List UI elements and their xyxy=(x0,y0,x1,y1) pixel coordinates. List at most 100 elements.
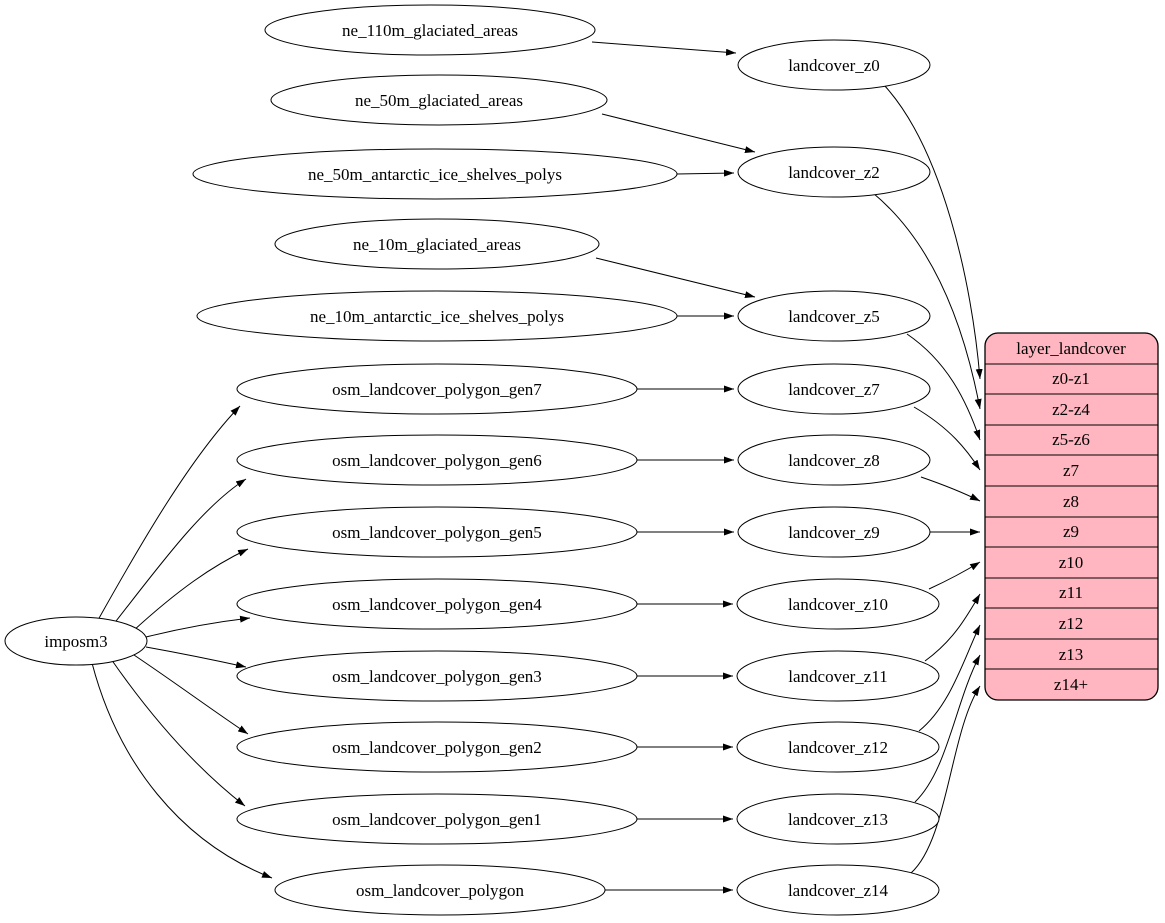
landcover-z11-label: landcover_z11 xyxy=(788,667,887,686)
ne-10m-glaciated-areas-label: ne_10m_glaciated_areas xyxy=(353,235,521,254)
ne-50m-antarctic-ice-shelves-polys-label: ne_50m_antarctic_ice_shelves_polys xyxy=(308,165,562,184)
landcover-z0-ellipse xyxy=(737,39,931,91)
landcover-z8-ellipse xyxy=(737,434,931,486)
edge-z10-row xyxy=(928,561,981,590)
landcover-z10-label: landcover_z10 xyxy=(788,595,888,614)
record-row-z10: z10 xyxy=(1059,553,1084,572)
node-imposm3: imposm3 xyxy=(4,616,148,666)
node-landcover-z8: landcover_z8 xyxy=(737,434,931,486)
edge-imposm3-polygon xyxy=(91,662,273,879)
node-landcover-z11: landcover_z11 xyxy=(736,650,940,702)
ne-50m-glaciated-areas-label: ne_50m_glaciated_areas xyxy=(355,91,523,110)
record-row-z9: z9 xyxy=(1063,522,1079,541)
osm-landcover-polygon-gen3-label: osm_landcover_polygon_gen3 xyxy=(332,667,542,686)
osm-landcover-polygon-gen6-ellipse xyxy=(236,434,638,486)
landcover-z0-label: landcover_z0 xyxy=(788,56,880,75)
edge-z11-row xyxy=(924,593,981,662)
record-row-z14plus: z14+ xyxy=(1054,675,1088,694)
edge-z14-row xyxy=(910,685,981,874)
landcover-z13-label: landcover_z13 xyxy=(788,810,888,829)
edge-z5-row xyxy=(906,333,981,441)
record-row-z5-z6: z5-z6 xyxy=(1052,430,1090,449)
node-ne-50m-glaciated-areas: ne_50m_glaciated_areas xyxy=(270,74,608,126)
node-landcover-z10: landcover_z10 xyxy=(736,578,940,630)
record-row-z7: z7 xyxy=(1063,461,1080,480)
edge-imposm3-gen2 xyxy=(133,654,249,735)
osm-landcover-polygon-gen1-ellipse xyxy=(236,793,638,845)
ne-50m-glaciated-areas-ellipse xyxy=(270,74,608,126)
landcover-z12-ellipse xyxy=(736,721,940,773)
osm-landcover-polygon-gen4-label: osm_landcover_polygon_gen4 xyxy=(332,595,542,614)
node-osm-landcover-polygon-gen1: osm_landcover_polygon_gen1 xyxy=(236,793,638,845)
record-row-z13: z13 xyxy=(1059,645,1084,664)
node-landcover-z14: landcover_z14 xyxy=(736,864,940,916)
node-osm-landcover-polygon-gen7: osm_landcover_polygon_gen7 xyxy=(236,363,638,415)
node-landcover-z9: landcover_z9 xyxy=(737,506,931,558)
record-row-z8: z8 xyxy=(1063,492,1079,511)
record-row-z12: z12 xyxy=(1059,614,1084,633)
osm-landcover-polygon-gen2-label: osm_landcover_polygon_gen2 xyxy=(332,738,542,757)
edge-imposm3-gen3 xyxy=(145,646,247,669)
node-landcover-z5: landcover_z5 xyxy=(737,290,931,342)
node-osm-landcover-polygon-gen5: osm_landcover_polygon_gen5 xyxy=(236,506,638,558)
osm-landcover-polygon-ellipse xyxy=(274,864,606,916)
edge-ne50mg-z2 xyxy=(601,113,756,153)
osm-landcover-polygon-gen7-ellipse xyxy=(236,363,638,415)
edge-imposm3-gen6 xyxy=(112,478,247,626)
node-ne-10m-antarctic-ice-shelves-polys: ne_10m_antarctic_ice_shelves_polys xyxy=(196,290,678,342)
osm-landcover-polygon-gen3-ellipse xyxy=(236,650,638,702)
landcover-z13-ellipse xyxy=(736,793,940,845)
landcover-z5-ellipse xyxy=(737,290,931,342)
imposm3-ellipse xyxy=(4,616,148,666)
record-row-z0-z1: z0-z1 xyxy=(1052,369,1090,388)
node-osm-landcover-polygon-gen2: osm_landcover_polygon_gen2 xyxy=(236,721,638,773)
edge-group xyxy=(91,41,983,894)
landcover-z12-label: landcover_z12 xyxy=(788,738,888,757)
ne-110m-glaciated-areas-label: ne_110m_glaciated_areas xyxy=(342,21,518,40)
node-osm-landcover-polygon-gen6: osm_landcover_polygon_gen6 xyxy=(236,434,638,486)
landcover-z14-label: landcover_z14 xyxy=(788,881,889,900)
edge-ne50ma-z2 xyxy=(676,169,735,177)
node-landcover-z0: landcover_z0 xyxy=(737,39,931,91)
ne-10m-glaciated-areas-ellipse xyxy=(274,218,600,270)
edge-ne110m-z0 xyxy=(591,41,737,56)
edge-z13-row xyxy=(914,654,981,803)
ne-50m-antarctic-ice-shelves-polys-ellipse xyxy=(192,148,678,200)
edge-imposm3-gen5 xyxy=(132,548,249,632)
edge-z8-row xyxy=(920,476,981,502)
osm-landcover-polygon-gen6-label: osm_landcover_polygon_gen6 xyxy=(332,451,542,470)
landcover-z2-ellipse xyxy=(737,146,931,198)
edge-z0-row xyxy=(883,84,983,380)
edge-imposm3-gen4 xyxy=(145,615,251,638)
osm-landcover-polygon-gen1-label: osm_landcover_polygon_gen1 xyxy=(332,810,542,829)
record-row-z2-z4: z2-z4 xyxy=(1052,400,1090,419)
ne-10m-antarctic-ice-shelves-polys-label: ne_10m_antarctic_ice_shelves_polys xyxy=(310,307,564,326)
edge-imposm3-gen7 xyxy=(97,405,241,621)
landcover-z5-label: landcover_z5 xyxy=(788,307,880,326)
osm-landcover-polygon-gen5-label: osm_landcover_polygon_gen5 xyxy=(332,523,542,542)
node-ne-50m-antarctic-ice-shelves-polys: ne_50m_antarctic_ice_shelves_polys xyxy=(192,148,678,200)
node-landcover-z7: landcover_z7 xyxy=(737,363,931,415)
osm-landcover-polygon-gen5-ellipse xyxy=(236,506,638,558)
landcover-z14-ellipse xyxy=(736,864,940,916)
landcover-z9-label: landcover_z9 xyxy=(788,523,880,542)
landcover-z2-label: landcover_z2 xyxy=(788,163,880,182)
osm-landcover-polygon-gen7-label: osm_landcover_polygon_gen7 xyxy=(332,380,542,399)
edge-ne10mg-z5 xyxy=(595,257,756,299)
record-layer-landcover: layer_landcover z0-z1 z2-z4 z5-z6 z7 z8 … xyxy=(984,332,1159,701)
ne-110m-glaciated-areas-ellipse xyxy=(264,4,596,56)
imposm3-label: imposm3 xyxy=(44,632,107,651)
record-title: layer_landcover xyxy=(1016,339,1126,358)
landcover-z8-label: landcover_z8 xyxy=(788,451,880,470)
node-landcover-z13: landcover_z13 xyxy=(736,793,940,845)
edge-z7-row xyxy=(913,406,981,471)
osm-landcover-polygon-label: osm_landcover_polygon xyxy=(356,881,525,900)
landcover-z7-label: landcover_z7 xyxy=(788,380,880,399)
landcover-z10-ellipse xyxy=(736,578,940,630)
node-landcover-z2: landcover_z2 xyxy=(737,146,931,198)
osm-landcover-polygon-gen4-ellipse xyxy=(236,578,638,630)
node-osm-landcover-polygon-gen3: osm_landcover_polygon_gen3 xyxy=(236,650,638,702)
edge-imposm3-gen1 xyxy=(110,658,246,807)
